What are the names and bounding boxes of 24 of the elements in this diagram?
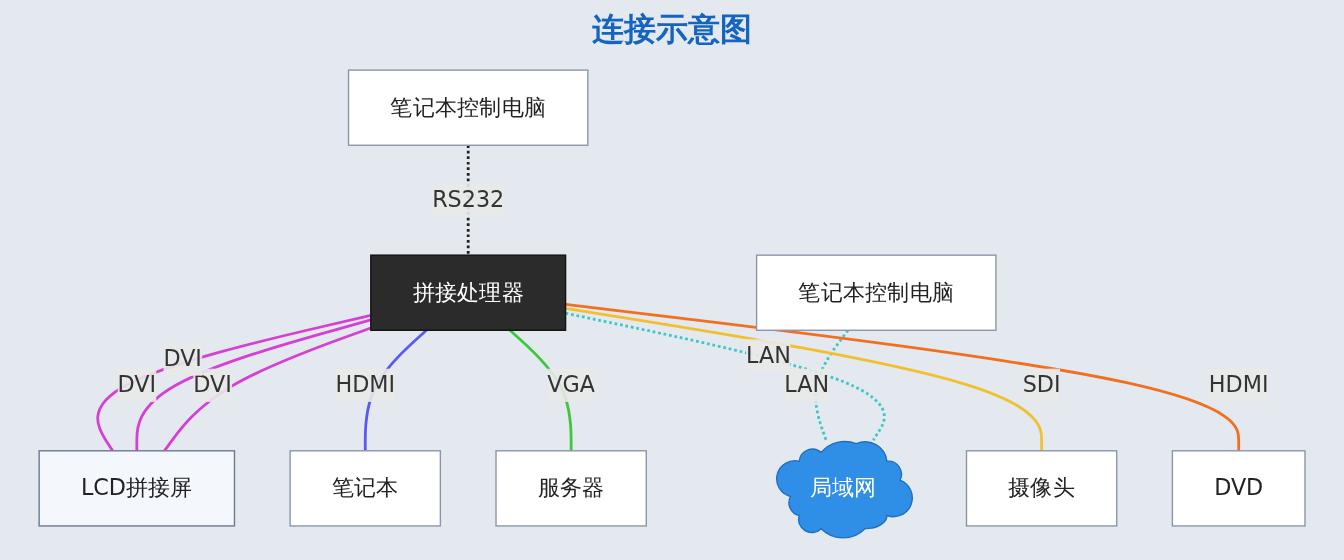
connector (565, 303, 1240, 451)
edge-label: VGA (547, 371, 595, 398)
edge-label: RS232 (432, 186, 505, 213)
edge-label: SDI (1022, 371, 1061, 398)
node-box: 笔记本控制电脑 (347, 69, 589, 146)
edge-label: DVI (163, 345, 202, 372)
connector (135, 318, 372, 451)
node-box: 拼接处理器 (370, 254, 567, 331)
edge-label: HDMI (335, 371, 395, 398)
edge-label: HDMI (1208, 371, 1269, 398)
node-box: 服务器 (495, 450, 647, 527)
edge-label: DVI (193, 371, 232, 398)
edge-label: LAN (784, 371, 830, 398)
node-box: 笔记本 (289, 450, 441, 527)
edge-label: LAN (745, 341, 791, 369)
diagram-title: 连接示意图 (591, 9, 753, 50)
node-box: DVD (1171, 450, 1306, 527)
node-box: 笔记本控制电脑 (755, 254, 997, 331)
connector (163, 326, 372, 452)
connector (565, 307, 1043, 451)
node-box: LCD拼接屏 (38, 450, 236, 527)
edge-label: DVI (117, 371, 156, 398)
connector (96, 314, 372, 452)
node-box: 摄像头 (965, 450, 1118, 527)
